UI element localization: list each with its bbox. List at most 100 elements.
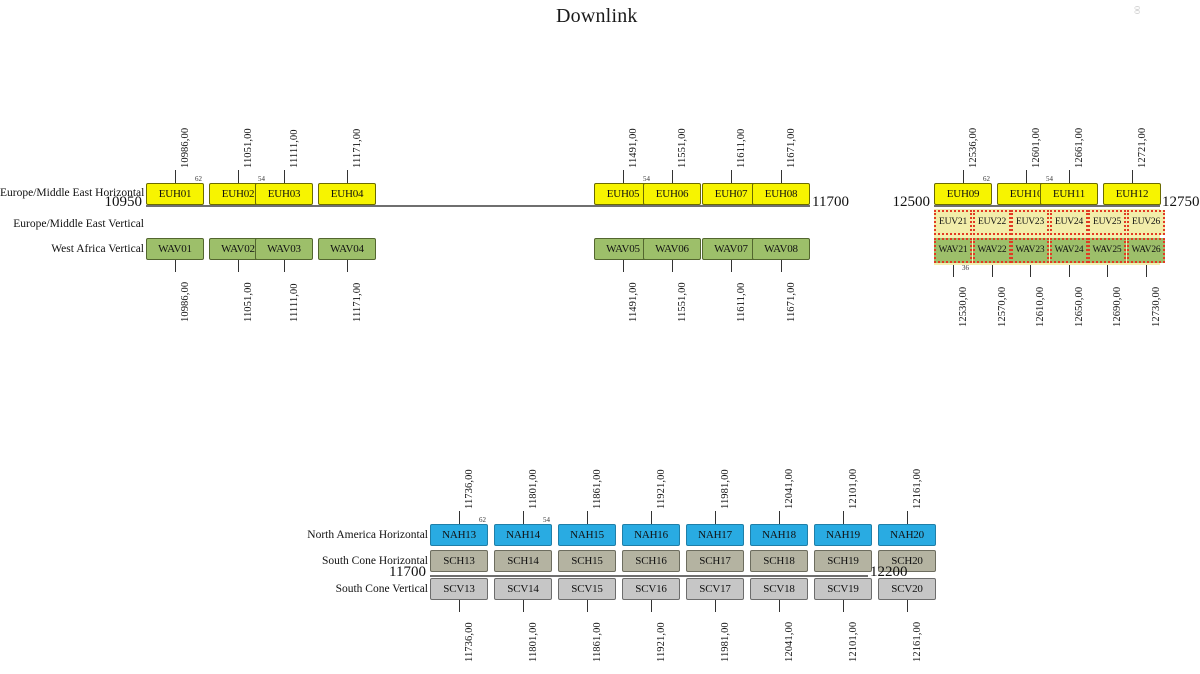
transponder-euh11[interactable]: EUH11 xyxy=(1040,183,1098,205)
count-62: 62 xyxy=(195,175,202,183)
transponder-nah18[interactable]: NAH18 xyxy=(750,524,808,546)
euh-top-freq-label: 11051,00 xyxy=(243,128,254,168)
nah-top-freq-tick xyxy=(587,511,588,525)
scv-bot-tick xyxy=(523,600,524,612)
transponder-scv16[interactable]: SCV16 xyxy=(622,578,680,600)
transponder-nah16[interactable]: NAH16 xyxy=(622,524,680,546)
transponder-nah13[interactable]: NAH13 xyxy=(430,524,488,546)
transponder-scv14[interactable]: SCV14 xyxy=(494,578,552,600)
transponder-sch20[interactable]: SCH20 xyxy=(878,550,936,572)
scv-bot-tick xyxy=(459,600,460,612)
wav-bot-freq-tick xyxy=(623,260,624,272)
transponder-wav08[interactable]: WAV08 xyxy=(752,238,810,260)
transponder-scv20[interactable]: SCV20 xyxy=(878,578,936,600)
transponder-wav03[interactable]: WAV03 xyxy=(255,238,313,260)
transponder-nah14[interactable]: NAH14 xyxy=(494,524,552,546)
transponder-euh04[interactable]: EUH04 xyxy=(318,183,376,205)
euh-ka-top-freq-label: 12721,00 xyxy=(1137,127,1148,168)
transponder-euv24[interactable]: EUV24 xyxy=(1050,210,1088,235)
count-62: 62 xyxy=(983,175,990,183)
transponder-wav07[interactable]: WAV07 xyxy=(702,238,760,260)
scv-bot-label: 11736,00 xyxy=(464,622,475,662)
scv-bot-label: 11861,00 xyxy=(592,622,603,662)
scv-bot-label: 12101,00 xyxy=(848,621,859,662)
scv-bot-tick xyxy=(651,600,652,612)
europe-ka-band-left-value: 12500 xyxy=(892,194,931,210)
transponder-sch14[interactable]: SCH14 xyxy=(494,550,552,572)
wav-ka-bot-tick xyxy=(1069,265,1070,277)
transponder-euh01[interactable]: EUH01 xyxy=(146,183,204,205)
transponder-euv21[interactable]: EUV21 xyxy=(934,210,972,235)
euh-ka-top-freq-tick xyxy=(963,170,964,184)
europe-band-line xyxy=(146,205,810,207)
nah-top-freq-label: 11801,00 xyxy=(528,469,539,509)
transponder-wav23[interactable]: WAV23 xyxy=(1011,238,1049,263)
transponder-scv19[interactable]: SCV19 xyxy=(814,578,872,600)
scv-bot-label: 12161,00 xyxy=(912,621,923,662)
transponder-wav24[interactable]: WAV24 xyxy=(1050,238,1088,263)
wav-bot-freq-tick xyxy=(672,260,673,272)
transponder-wav04[interactable]: WAV04 xyxy=(318,238,376,260)
nah-top-freq-label: 11736,00 xyxy=(464,469,475,509)
transponder-nah17[interactable]: NAH17 xyxy=(686,524,744,546)
transponder-nah15[interactable]: NAH15 xyxy=(558,524,616,546)
row-label-south-cone-horizontal: South Cone Horizontal xyxy=(321,555,428,567)
nah-top-freq-label: 11921,00 xyxy=(656,469,667,509)
transponder-euh08[interactable]: EUH08 xyxy=(752,183,810,205)
transponder-euv26[interactable]: EUV26 xyxy=(1127,210,1165,235)
wav-bot-freq-label: 11171,00 xyxy=(352,282,363,322)
transponder-scv17[interactable]: SCV17 xyxy=(686,578,744,600)
wav-bot-freq-tick xyxy=(284,260,285,272)
row-label-europe-horizontal: Europe/Middle East Horizontal xyxy=(0,187,145,199)
nah-top-freq-tick xyxy=(779,511,780,525)
count-54: 54 xyxy=(543,516,550,524)
nah-top-freq-label: 11981,00 xyxy=(720,469,731,509)
count-54: 54 xyxy=(643,175,650,183)
transponder-euv23[interactable]: EUV23 xyxy=(1011,210,1049,235)
euh-top-freq-tick xyxy=(781,170,782,184)
nah-top-freq-label: 12041,00 xyxy=(784,468,795,509)
transponder-euh03[interactable]: EUH03 xyxy=(255,183,313,205)
transponder-euv22[interactable]: EUV22 xyxy=(973,210,1011,235)
wav-bot-freq-tick xyxy=(347,260,348,272)
nah-top-freq-label: 11861,00 xyxy=(592,469,603,509)
transponder-nah19[interactable]: NAH19 xyxy=(814,524,872,546)
nah-top-freq-label: 12101,00 xyxy=(848,468,859,509)
wav-bot-freq-tick xyxy=(731,260,732,272)
transponder-scv18[interactable]: SCV18 xyxy=(750,578,808,600)
count-54: 54 xyxy=(258,175,265,183)
wav-bot-freq-label: 11111,00 xyxy=(289,283,300,322)
transponder-wav01[interactable]: WAV01 xyxy=(146,238,204,260)
transponder-wav25[interactable]: WAV25 xyxy=(1088,238,1126,263)
transponder-scv15[interactable]: SCV15 xyxy=(558,578,616,600)
transponder-sch19[interactable]: SCH19 xyxy=(814,550,872,572)
transponder-sch15[interactable]: SCH15 xyxy=(558,550,616,572)
transponder-sch18[interactable]: SCH18 xyxy=(750,550,808,572)
scv-bot-tick xyxy=(907,600,908,612)
scv-bot-label: 11981,00 xyxy=(720,622,731,662)
euh-ka-top-freq-label: 12536,00 xyxy=(968,127,979,168)
transponder-sch17[interactable]: SCH17 xyxy=(686,550,744,572)
transponder-wav26[interactable]: WAV26 xyxy=(1127,238,1165,263)
transponder-euh09[interactable]: EUH09 xyxy=(934,183,992,205)
euh-ka-top-freq-label: 12601,00 xyxy=(1031,127,1042,168)
count-62: 62 xyxy=(479,516,486,524)
row-label-west-africa-vertical: West Africa Vertical xyxy=(51,243,144,255)
transponder-euh06[interactable]: EUH06 xyxy=(643,183,701,205)
transponder-wav06[interactable]: WAV06 xyxy=(643,238,701,260)
transponder-nah20[interactable]: NAH20 xyxy=(878,524,936,546)
wav-ka-bot-label: 12730,00 xyxy=(1151,286,1162,327)
transponder-sch16[interactable]: SCH16 xyxy=(622,550,680,572)
transponder-wav22[interactable]: WAV22 xyxy=(973,238,1011,263)
transponder-wav21[interactable]: WAV21 xyxy=(934,238,972,263)
euh-ka-top-freq-tick xyxy=(1026,170,1027,184)
transponder-wav02[interactable]: WAV02 xyxy=(209,238,267,260)
wav-bot-freq-label: 10986,00 xyxy=(180,281,191,322)
transponder-euh12[interactable]: EUH12 xyxy=(1103,183,1161,205)
nah-top-freq-tick xyxy=(843,511,844,525)
scv-bot-tick xyxy=(779,600,780,612)
transponder-euv25[interactable]: EUV25 xyxy=(1088,210,1126,235)
wav-ka-bot-tick xyxy=(1030,265,1031,277)
transponder-sch13[interactable]: SCH13 xyxy=(430,550,488,572)
transponder-scv13[interactable]: SCV13 xyxy=(430,578,488,600)
